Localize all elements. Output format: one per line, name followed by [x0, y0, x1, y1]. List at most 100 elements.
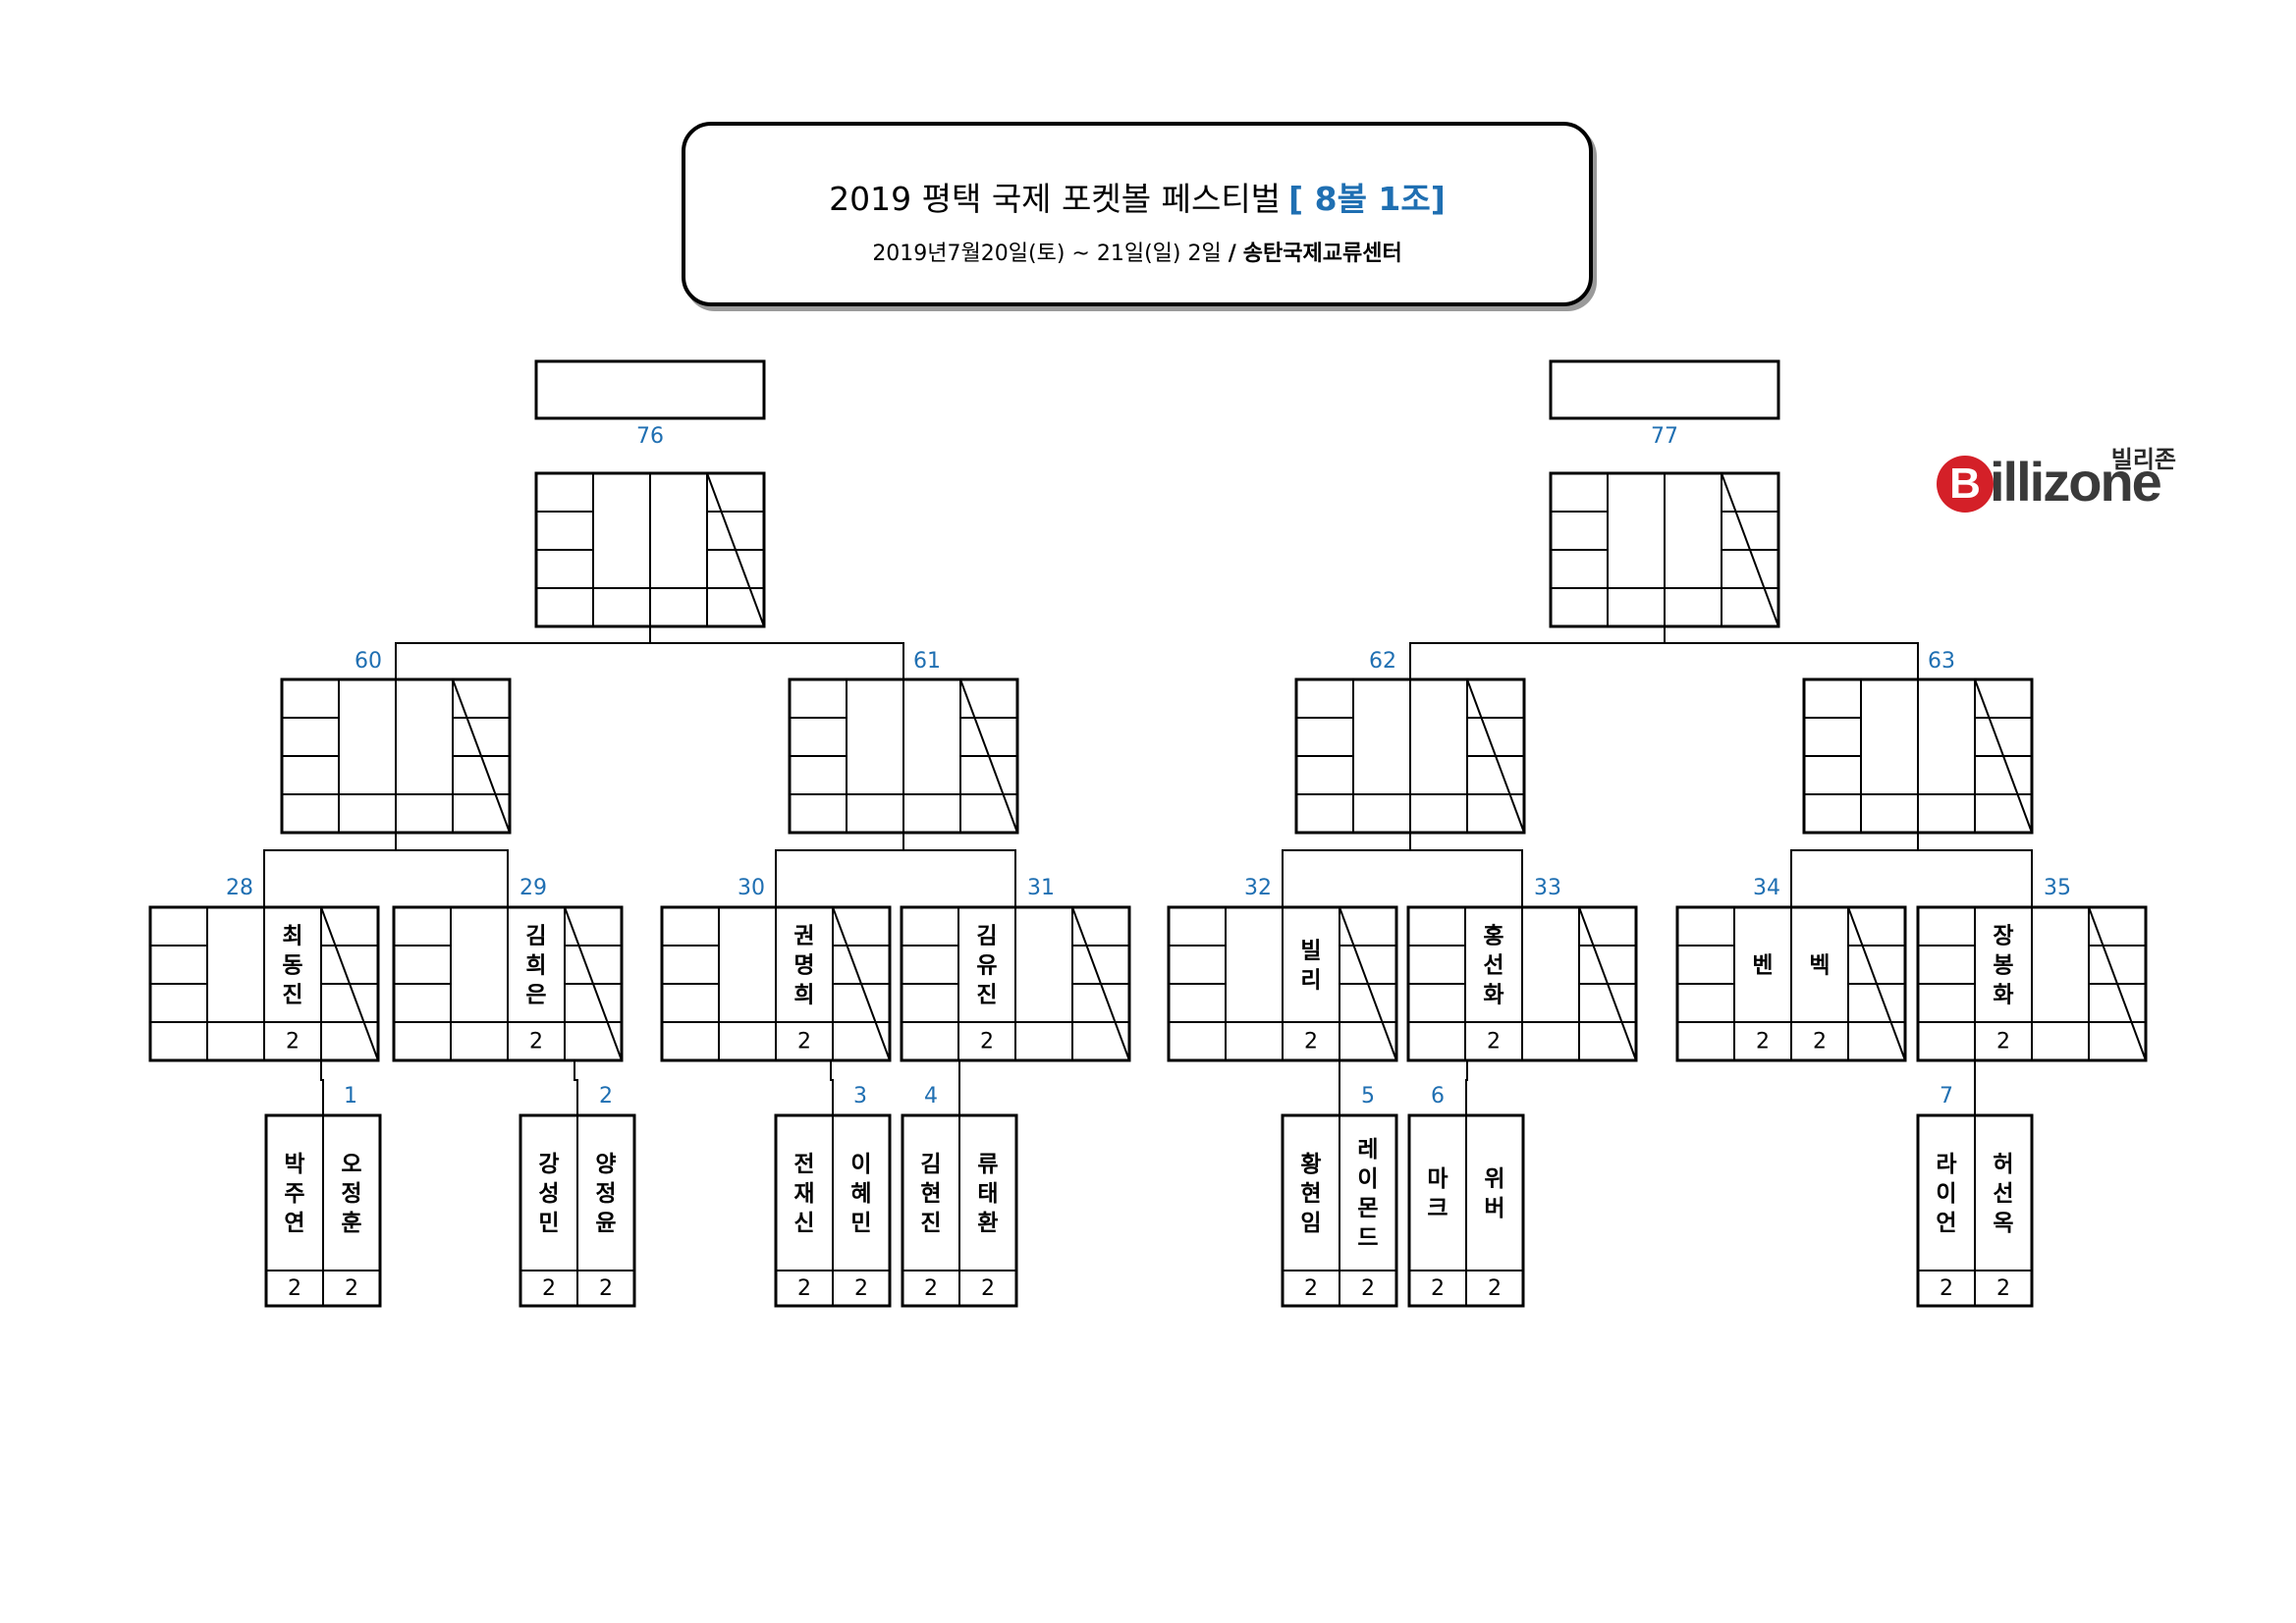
match-number: 28: [226, 876, 253, 900]
match-number: 63: [1928, 649, 1955, 674]
player-score: 2: [1940, 1276, 1953, 1301]
page-title: 2019 평택 국제 포켓볼 페스티벌[ 8볼 1조]: [685, 173, 1589, 220]
match-number: 76: [636, 424, 664, 449]
match-number: 29: [519, 876, 547, 900]
column-divider: [832, 906, 891, 1061]
player-score: 2: [1756, 1030, 1770, 1055]
column-divider: [452, 678, 511, 834]
logo-korean-text: 빌리존: [2110, 446, 2176, 473]
player-score: 2: [854, 1276, 868, 1301]
connector-line: [830, 1060, 834, 1115]
column-divider: [959, 678, 1018, 834]
logo-wordmark: illizone: [1990, 451, 2162, 513]
column-divider: [564, 906, 623, 1061]
billizone-logo: 빌리존 B illizone: [1933, 438, 2188, 536]
match-number: 61: [913, 649, 941, 674]
player-score: 2: [1996, 1276, 2010, 1301]
connector-line: [263, 849, 509, 907]
column-divider: [1578, 906, 1637, 1061]
column-divider: [320, 906, 379, 1061]
column-divider: [1974, 678, 2033, 834]
division-tag: [ 8볼 1조]: [1288, 180, 1446, 218]
event-venue: 송탄국제교류센터: [1242, 242, 1402, 266]
player-score: 2: [288, 1276, 301, 1301]
player-score: 2: [981, 1276, 995, 1301]
match-number: 3: [853, 1084, 867, 1109]
player-score: 2: [1996, 1030, 2010, 1055]
winner-slot: [1549, 359, 1780, 420]
player-score: 2: [599, 1276, 613, 1301]
separator: /: [1228, 242, 1236, 266]
player-score: 2: [529, 1030, 543, 1055]
match-number: 5: [1361, 1084, 1375, 1109]
column-divider: [1847, 906, 1906, 1061]
event-title: 2019 평택 국제 포켓볼 페스티벌: [829, 180, 1282, 218]
event-subtitle: 2019년7월20일(토) ~ 21일(일) 2일 / 송탄국제교류센터: [685, 236, 1589, 267]
title-box: 2019 평택 국제 포켓볼 페스티벌[ 8볼 1조] 2019년7월20일(토…: [682, 122, 1593, 306]
match-number: 34: [1753, 876, 1780, 900]
match-number: 31: [1027, 876, 1055, 900]
match-number: 2: [599, 1084, 613, 1109]
match-number: 62: [1369, 649, 1396, 674]
match-number: 7: [1940, 1084, 1953, 1109]
column-divider: [1466, 678, 1525, 834]
player-score: 2: [1361, 1276, 1375, 1301]
connector-line: [1465, 1060, 1468, 1115]
player-score: 2: [1304, 1276, 1318, 1301]
player-score: 2: [345, 1276, 358, 1301]
player-score: 2: [1813, 1030, 1827, 1055]
match-number: 30: [738, 876, 765, 900]
player-score: 2: [980, 1030, 994, 1055]
match-number: 6: [1431, 1084, 1445, 1109]
column-divider: [2088, 906, 2147, 1061]
logo-ball-icon: B: [1937, 456, 1994, 513]
match-number: 77: [1651, 424, 1678, 449]
match-number: 32: [1244, 876, 1272, 900]
connector-line: [1409, 642, 1919, 679]
connector-line: [320, 1060, 324, 1115]
player-score: 2: [797, 1276, 811, 1301]
player-score: 2: [1487, 1030, 1501, 1055]
column-divider: [1339, 906, 1397, 1061]
player-name: 벤: [1752, 953, 1773, 979]
column-divider: [1721, 472, 1779, 627]
player-score: 2: [286, 1030, 300, 1055]
match-number: 1: [344, 1084, 357, 1109]
connector-line: [574, 1060, 578, 1115]
connector-line: [395, 642, 904, 679]
connector-line: [1282, 849, 1523, 907]
player-score: 2: [924, 1276, 938, 1301]
player-score: 2: [1304, 1030, 1318, 1055]
match-number: 4: [924, 1084, 938, 1109]
match-number: 33: [1534, 876, 1561, 900]
match-number: 35: [2044, 876, 2071, 900]
player-score: 2: [1488, 1276, 1502, 1301]
column-divider: [706, 472, 765, 627]
player-name: 벡: [1809, 953, 1830, 979]
connector-line: [775, 849, 1016, 907]
player-score: 2: [542, 1276, 556, 1301]
connector-line: [1790, 849, 2033, 907]
column-divider: [1071, 906, 1130, 1061]
